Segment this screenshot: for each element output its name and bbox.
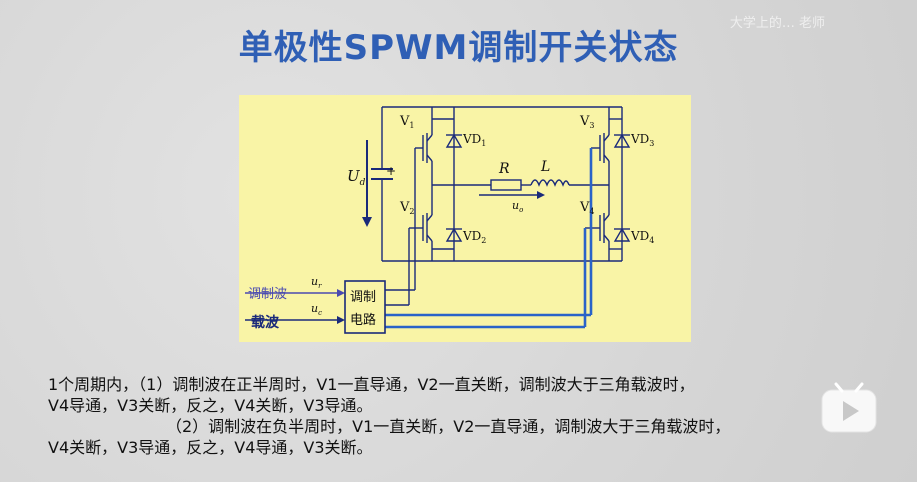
- r-label: R: [498, 161, 510, 177]
- uc-label: uc: [311, 302, 322, 317]
- ud-label: Ud: [347, 167, 366, 188]
- page-title: 单极性SPWM调制开关状态: [238, 28, 679, 68]
- vd4-label: VD4: [630, 229, 654, 245]
- inductor: [530, 179, 570, 187]
- diagram-background: [239, 95, 691, 342]
- watermark: 大学上的… 老师: [729, 16, 825, 31]
- ur-label: ur: [311, 275, 322, 290]
- l-label: L: [540, 159, 550, 175]
- carrier-wave-label: 载波: [251, 314, 280, 331]
- uo-label: uo: [512, 199, 523, 214]
- circuit-label-line1: 调制: [350, 290, 376, 305]
- description-line4: V4关断，V3导通，反之，V4导通，V3关断。: [48, 438, 373, 457]
- plus-sign: +: [386, 164, 396, 178]
- highlight-wires: [385, 148, 593, 329]
- v3-label: V3: [579, 114, 594, 130]
- diodes: [445, 133, 631, 242]
- video-play-icon[interactable]: [818, 382, 880, 438]
- vd2-label: VD2: [462, 229, 486, 245]
- description-line1: 1个周期内，（1）调制波在正半周时，V1一直导通，V2一直关断，调制波大于三角载…: [48, 375, 695, 394]
- circuit-label-line2: 电路: [350, 312, 376, 328]
- ud-arrow: [362, 140, 372, 227]
- circuit-diagram: V1 VD1 V2 VD2 V3 VD3 V4 VD4 R L Ud + uo …: [239, 95, 691, 342]
- description-line2: V4导通，V3关断，反之，V4关断，V3导通。: [48, 396, 373, 415]
- description-text: 1个周期内，（1）调制波在正半周时，V1一直导通，V2一直关断，调制波大于三角载…: [48, 374, 878, 458]
- v2-label: V2: [399, 200, 414, 216]
- description-line3: （2）调制波在负半周时，V1一直关断，V2一直导通，调制波大于三角载波时，: [166, 417, 731, 436]
- v4-label: V4: [579, 200, 594, 216]
- uo-arrow: [479, 191, 545, 199]
- vd3-label: VD3: [630, 132, 654, 148]
- capacitor: [371, 168, 393, 180]
- modulating-wave-label: 调制波: [248, 287, 287, 302]
- vd1-label: VD1: [462, 132, 486, 148]
- resistor: [490, 179, 522, 191]
- circuit-diagram-svg: V1 VD1 V2 VD2 V3 VD3 V4 VD4 R L Ud + uo …: [239, 95, 691, 342]
- modulation-circuit-box: [344, 280, 386, 334]
- v1-label: V1: [399, 114, 414, 130]
